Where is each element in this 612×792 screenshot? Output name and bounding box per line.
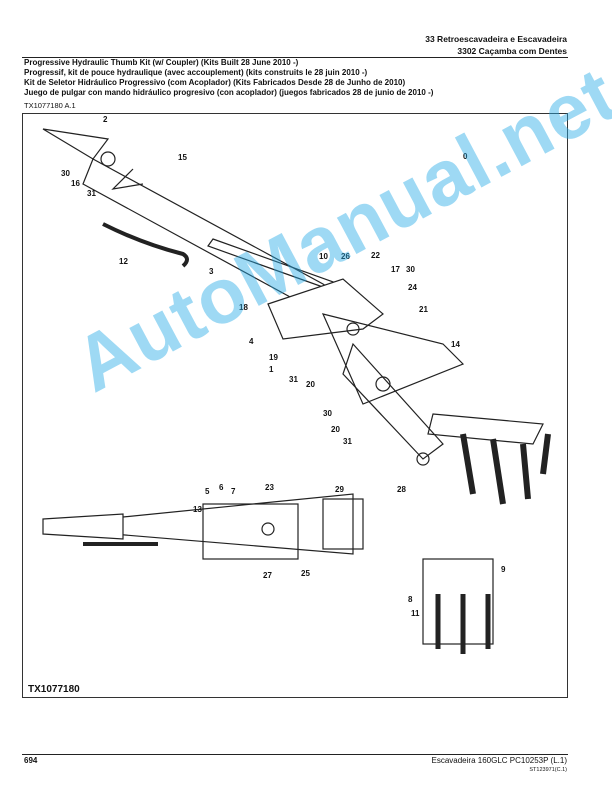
callout-25: 25 [301, 569, 310, 578]
teeth-shape [460, 433, 551, 505]
callout-16: 16 [71, 179, 80, 188]
callout-26: 26 [341, 252, 350, 261]
callout-13: 13 [193, 505, 202, 514]
callout-19: 19 [269, 353, 278, 362]
thumb-body-shape [321, 313, 465, 405]
linkage-shape [267, 278, 384, 340]
footer-code: ST123971(C.1) [529, 767, 567, 773]
arm-plate-shape [342, 342, 444, 460]
footer-rule [22, 754, 568, 755]
section-header: 33 Retroescavadeira e Escavadeira [425, 34, 567, 44]
callout-28: 28 [397, 485, 406, 494]
title-french: Progressif, kit de pouce hydraulique (av… [24, 68, 368, 77]
callout-5: 5 [205, 487, 210, 496]
callout-7: 7 [231, 487, 236, 496]
hose-shape [102, 222, 189, 268]
pin-shape [375, 376, 391, 392]
callout-9: 9 [501, 565, 506, 574]
callout-6: 6 [219, 483, 224, 492]
top-view-end-shape [42, 513, 124, 540]
pin-shape [346, 322, 360, 336]
callout-30: 30 [406, 265, 415, 274]
bucket-shape [427, 413, 544, 445]
callout-14: 14 [451, 340, 460, 349]
callout-1: 1 [269, 365, 274, 374]
callout-31: 31 [289, 375, 298, 384]
callout-0: 0 [463, 152, 468, 161]
callout-24: 24 [408, 283, 417, 292]
callout-20: 20 [331, 425, 340, 434]
top-view-linkage-shape [202, 503, 299, 560]
callout-31: 31 [87, 189, 96, 198]
callout-30: 30 [323, 409, 332, 418]
inset-teeth-shape [435, 594, 491, 654]
callout-23: 23 [265, 483, 274, 492]
header-rule [22, 57, 568, 58]
callout-11: 11 [411, 609, 420, 618]
callout-29: 29 [335, 485, 344, 494]
callout-27: 27 [263, 571, 272, 580]
pin-shape [416, 452, 430, 466]
footer-model-info: Escavadeira 160GLC PC10253P (L.1) [431, 756, 568, 765]
arm-end-shape [42, 128, 144, 190]
inset-view-shape [422, 558, 494, 645]
pin-shape [100, 151, 116, 167]
callout-21: 21 [419, 305, 428, 314]
callout-20: 20 [306, 380, 315, 389]
callout-17: 17 [391, 265, 400, 274]
callout-8: 8 [408, 595, 413, 604]
callout-15: 15 [178, 153, 187, 162]
pin-shape [261, 522, 275, 536]
page-number: 694 [24, 756, 38, 765]
title-spanish: Juego de pulgar con mando hidráulico pro… [24, 88, 434, 97]
callout-10: 10 [319, 252, 328, 261]
callout-4: 4 [249, 337, 254, 346]
title-english: Progressive Hydraulic Thumb Kit (w/ Coup… [24, 58, 299, 67]
subsection-header: 3302 Caçamba com Dentes [457, 46, 567, 56]
callout-22: 22 [371, 251, 380, 260]
callout-30: 30 [61, 169, 70, 178]
callout-3: 3 [209, 267, 214, 276]
figure-reference-large: TX1077180 [28, 684, 80, 695]
callout-18: 18 [239, 303, 248, 312]
title-portuguese: Kit de Seletor Hidráulico Progressivo (c… [24, 78, 406, 87]
callout-31: 31 [343, 437, 352, 446]
callout-2: 2 [103, 115, 108, 124]
top-view-plate-shape [322, 498, 364, 550]
figure-reference-small: TX1077180 A.1 [24, 101, 76, 110]
callout-12: 12 [119, 257, 128, 266]
